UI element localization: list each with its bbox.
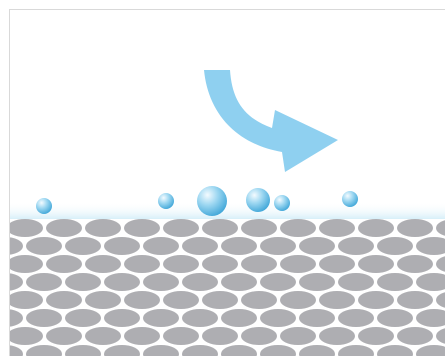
- surface-cell: [241, 327, 277, 345]
- surface-cell: [85, 255, 121, 273]
- surface-cell: [202, 255, 238, 273]
- surface-cell: [202, 291, 238, 309]
- surface-cell: [143, 273, 179, 291]
- surface-cell: [0, 291, 4, 309]
- surface-cell: [241, 219, 277, 237]
- surface-cell: [26, 309, 62, 327]
- surface-cell: [319, 255, 355, 273]
- surface-cell: [124, 219, 160, 237]
- surface-cell: [358, 219, 394, 237]
- water-droplet-icon: [36, 198, 52, 214]
- surface-cell: [7, 291, 43, 309]
- water-droplet-icon: [197, 186, 227, 216]
- surface-cell: [85, 291, 121, 309]
- surface-cell: [280, 291, 316, 309]
- surface-cell: [0, 327, 4, 345]
- surface-cell: [182, 273, 218, 291]
- surface-cell: [65, 309, 101, 327]
- water-droplet-icon: [274, 195, 290, 211]
- surface-cell: [143, 309, 179, 327]
- surface-cell: [319, 327, 355, 345]
- surface-cell: [124, 327, 160, 345]
- surface-cell: [377, 309, 413, 327]
- surface-cell: [104, 237, 140, 255]
- surface-cell: [26, 237, 62, 255]
- surface-cell: [221, 273, 257, 291]
- surface-cell: [202, 327, 238, 345]
- surface-cell: [299, 237, 335, 255]
- surface-cell: [338, 237, 374, 255]
- surface-cell: [182, 309, 218, 327]
- water-droplet-icon: [158, 193, 174, 209]
- surface-cell: [124, 291, 160, 309]
- surface-cell: [7, 255, 43, 273]
- surface-cell: [26, 273, 62, 291]
- curved-arrow-icon: [204, 70, 338, 172]
- surface-cell: [397, 255, 433, 273]
- surface-cell: [46, 255, 82, 273]
- surface-cell: [319, 219, 355, 237]
- textured-surface: [0, 219, 445, 356]
- surface-cell: [143, 237, 179, 255]
- water-line: [10, 202, 445, 220]
- surface-cell: [163, 291, 199, 309]
- surface-cell: [104, 309, 140, 327]
- surface-cell: [358, 255, 394, 273]
- surface-cell: [377, 273, 413, 291]
- surface-cell: [358, 291, 394, 309]
- surface-cell: [85, 327, 121, 345]
- surface-cell: [280, 327, 316, 345]
- surface-cell: [7, 327, 43, 345]
- surface-cell: [124, 255, 160, 273]
- surface-cell: [280, 255, 316, 273]
- water-droplet-icon: [246, 188, 270, 212]
- surface-cell: [104, 273, 140, 291]
- surface-cell: [65, 237, 101, 255]
- surface-cell: [0, 219, 4, 237]
- surface-cell: [397, 291, 433, 309]
- surface-cell: [358, 327, 394, 345]
- surface-cell: [260, 309, 296, 327]
- surface-cell: [163, 327, 199, 345]
- surface-cell: [241, 255, 277, 273]
- surface-cell: [163, 255, 199, 273]
- surface-cell: [46, 219, 82, 237]
- surface-cell: [182, 237, 218, 255]
- water-droplet-icon: [342, 191, 358, 207]
- surface-cell: [221, 309, 257, 327]
- surface-cell: [299, 309, 335, 327]
- surface-cell: [85, 219, 121, 237]
- surface-cell: [260, 273, 296, 291]
- surface-cell: [260, 237, 296, 255]
- surface-cell: [377, 237, 413, 255]
- surface-cell: [397, 327, 433, 345]
- surface-cell: [202, 219, 238, 237]
- surface-cell: [299, 273, 335, 291]
- surface-cell: [46, 291, 82, 309]
- surface-cell: [319, 291, 355, 309]
- surface-cell: [7, 219, 43, 237]
- surface-cell: [0, 255, 4, 273]
- surface-cell: [241, 291, 277, 309]
- surface-cell: [397, 219, 433, 237]
- surface-cell: [280, 219, 316, 237]
- surface-cell: [221, 237, 257, 255]
- surface-cell: [338, 309, 374, 327]
- surface-cell: [338, 273, 374, 291]
- surface-cell: [163, 219, 199, 237]
- surface-cell: [46, 327, 82, 345]
- surface-cell: [65, 273, 101, 291]
